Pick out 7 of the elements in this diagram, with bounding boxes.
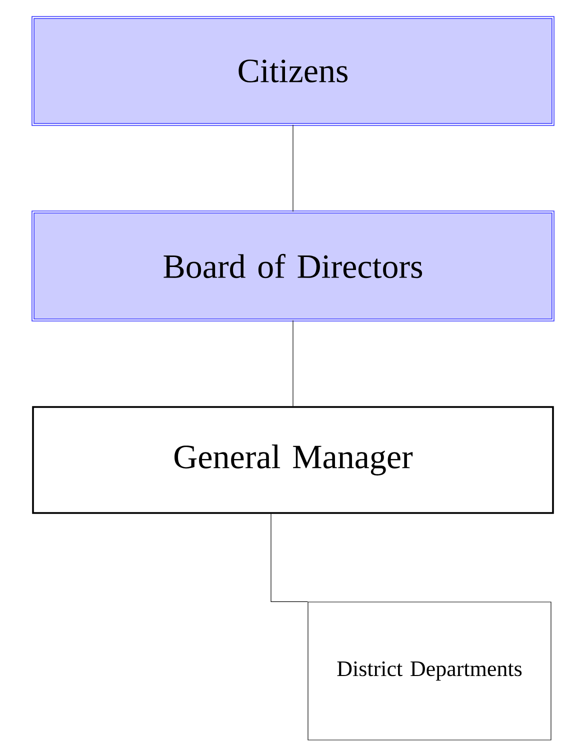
org-box: Citizens [32, 16, 554, 126]
org-box: Board of Directors [32, 210, 554, 322]
connector-line [270, 514, 308, 602]
connector-line [292, 124, 294, 212]
connector-line [292, 320, 294, 406]
org-box: District Departments [308, 602, 552, 740]
org-box: General Manager [32, 406, 554, 514]
